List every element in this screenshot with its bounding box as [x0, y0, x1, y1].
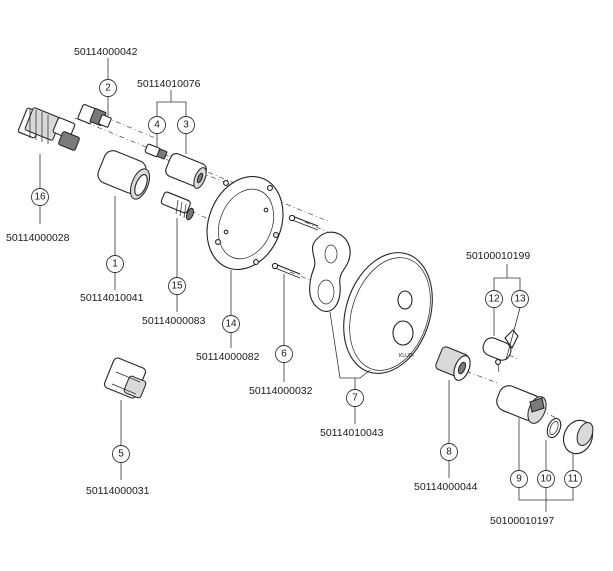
part-6-screws: [271, 214, 319, 279]
code-part-6: 50114000032: [249, 385, 313, 397]
callout-number: 3: [183, 120, 189, 131]
part-4-stem: [144, 143, 168, 160]
callout-number: 9: [516, 474, 522, 485]
callout-number: 10: [540, 474, 552, 485]
callout-6: 6: [275, 345, 293, 363]
part-5-nut: [103, 357, 147, 399]
part-7-gasket: [309, 231, 351, 312]
callout-number: 16: [34, 192, 46, 203]
callout-16: 16: [31, 188, 49, 206]
code-part-1: 50114010041: [80, 292, 144, 304]
code-part-5: 50114000031: [86, 485, 150, 497]
part-1-sleeve: [97, 150, 151, 200]
part-16-cartridge: [17, 107, 80, 151]
code-part-2: 50114000042: [74, 46, 138, 58]
callout-9: 9: [510, 470, 528, 488]
callout-number: 11: [568, 474, 579, 485]
code-part-14: 50114000082: [196, 351, 260, 363]
callout-number: 6: [281, 349, 287, 360]
code-part-15: 50114000083: [142, 315, 206, 327]
part-2-spindle: [77, 104, 112, 128]
code-part-16: 50114000028: [6, 232, 70, 244]
part-7-cover-plate: KLUDI: [343, 252, 433, 374]
callout-number: 5: [118, 449, 124, 460]
callout-1: 1: [106, 255, 124, 273]
part-14-mounting-ring: [206, 175, 284, 271]
callout-8: 8: [440, 443, 458, 461]
callout-number: 13: [514, 294, 526, 305]
part-codes: 50114000042 50114010076 50114000028 5011…: [6, 46, 554, 527]
part-9-lever-body: [496, 385, 547, 424]
code-part-12-13: 50100010199: [466, 250, 530, 262]
part-8-adapter: [435, 346, 471, 381]
callout-number: 4: [154, 120, 160, 131]
code-part-9-11: 50100010197: [490, 515, 554, 527]
part-3-sleeve: [165, 153, 207, 189]
callout-15: 15: [168, 277, 186, 295]
callout-5: 5: [112, 445, 130, 463]
callout-number: 8: [446, 447, 452, 458]
callout-10: 10: [537, 470, 555, 488]
callout-3: 3: [177, 116, 195, 134]
code-part-8: 50114000044: [414, 481, 478, 493]
callout-14: 14: [222, 315, 240, 333]
part-13-pin: [495, 359, 501, 373]
callout-2: 2: [99, 79, 117, 97]
callout-12: 12: [485, 290, 503, 308]
callout-13: 13: [511, 290, 529, 308]
callout-4: 4: [148, 116, 166, 134]
callout-11: 11: [564, 470, 582, 488]
part-10-o-ring: [546, 417, 562, 439]
part-11-cap: [562, 419, 594, 455]
code-part-7: 50114010043: [320, 427, 384, 439]
callout-7: 7: [346, 389, 364, 407]
callout-number: 12: [488, 294, 500, 305]
callout-number: 15: [171, 281, 183, 292]
leader-lines: [39, 58, 574, 512]
callout-number: 1: [112, 259, 118, 270]
code-part-3-4: 50114010076: [137, 78, 201, 90]
callout-number: 7: [352, 393, 358, 404]
callout-number: 2: [105, 83, 111, 94]
cover-plate-mark: KLUDI: [399, 353, 414, 359]
part-15-stem: [160, 191, 195, 221]
callout-number: 14: [225, 319, 237, 330]
